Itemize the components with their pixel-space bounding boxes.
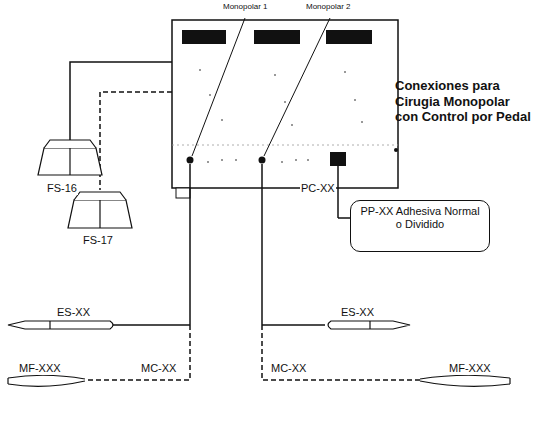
part-code: PC-XX xyxy=(300,182,336,195)
monopolar-port xyxy=(187,157,194,164)
leader-line xyxy=(264,18,330,156)
handpiece-cable xyxy=(261,164,263,325)
part-code: ES-XX xyxy=(56,306,91,319)
handpiece-cable xyxy=(262,324,325,326)
handpiece-cable xyxy=(189,164,191,325)
forceps xyxy=(420,375,510,386)
return-electrode-pad: PP-XX Adhesiva Normal o Dividido xyxy=(350,200,490,252)
port-label: Monopolar 2 xyxy=(305,2,351,11)
electrosurgical-pencil xyxy=(328,321,410,329)
display xyxy=(326,30,372,44)
pad-text: PP-XX Adhesiva Normal o Dividido xyxy=(357,205,483,231)
generator-housing xyxy=(172,20,398,188)
forceps-cable xyxy=(262,325,420,380)
footswitch xyxy=(68,192,132,228)
caption: Conexiones para Cirugia Monopolar con Co… xyxy=(394,78,536,125)
footswitch-cable xyxy=(70,62,172,140)
generator-foot xyxy=(176,188,190,198)
part-code: FS-17 xyxy=(82,234,114,247)
forceps-cable xyxy=(85,325,190,380)
electrosurgical-pencil xyxy=(8,321,113,329)
part-code: MC-XX xyxy=(140,362,177,375)
display xyxy=(254,30,300,44)
monopolar-port xyxy=(259,157,266,164)
display xyxy=(182,30,226,44)
footswitch xyxy=(38,140,102,175)
forceps xyxy=(8,375,85,386)
leader-line xyxy=(192,18,245,156)
pad-cable xyxy=(337,166,339,218)
port-label: Monopolar 1 xyxy=(222,2,268,11)
pad-connector xyxy=(330,152,346,166)
footswitch-cable xyxy=(100,92,172,190)
part-code: MC-XX xyxy=(270,362,307,375)
panel-line xyxy=(172,145,398,146)
panel-dots xyxy=(199,69,363,163)
part-code: MF-XXX xyxy=(18,362,62,375)
part-code: ES-XX xyxy=(340,306,375,319)
side-knob xyxy=(394,148,398,152)
pad-cable xyxy=(338,217,350,219)
part-code: FS-16 xyxy=(46,182,78,195)
handpiece-cable xyxy=(110,324,190,326)
part-code: MF-XXX xyxy=(448,362,492,375)
